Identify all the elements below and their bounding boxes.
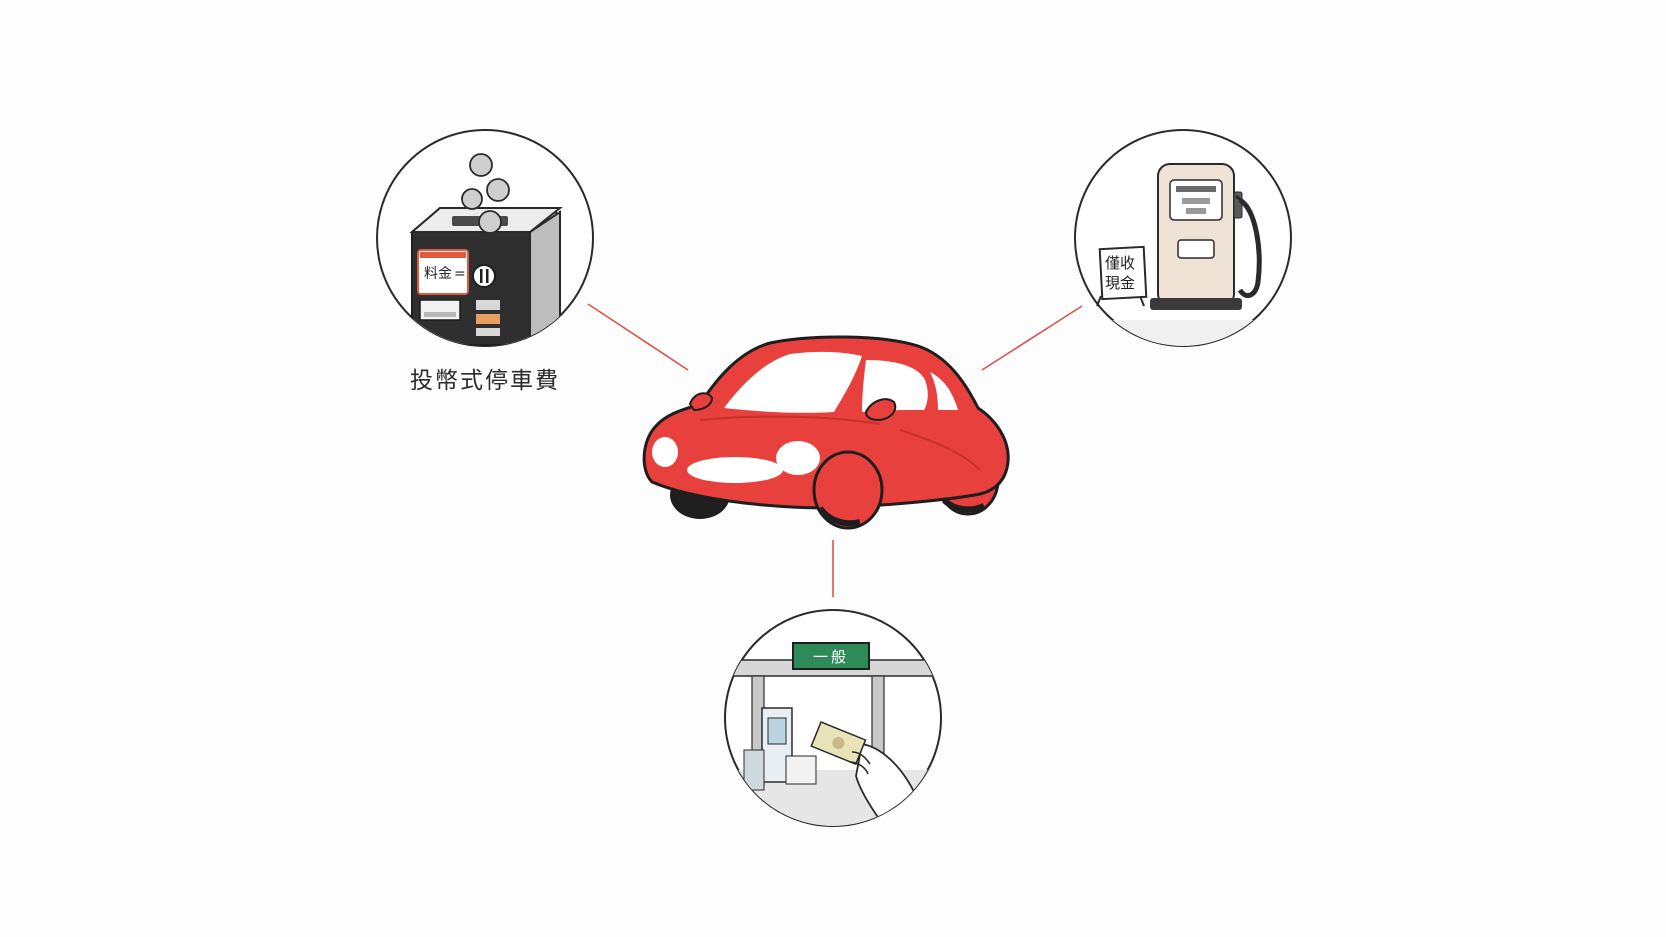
coin-icon [461, 153, 510, 234]
node-coin-parking: 料金 = 投幣式停車費 [376, 129, 594, 394]
lane-sign-text: 一般 [813, 648, 849, 666]
cash-only-sign-line2: 現金 [1105, 274, 1135, 292]
node-toll-booth: 一般 [724, 609, 942, 827]
cash-only-sign-line1: 僅收 [1105, 254, 1135, 272]
cash-only-sign: 僅收 現金 [1096, 245, 1148, 307]
node-gas-station: 僅收 現金 [1074, 129, 1292, 347]
car-icon [642, 335, 1010, 530]
banknote-icon [810, 721, 867, 766]
lane-sign: 一般 [792, 642, 870, 670]
machine-price-label: 料金 [424, 266, 452, 282]
connector-line-gas-station [981, 305, 1083, 371]
coin-parking-caption: 投幣式停車費 [410, 368, 560, 394]
connector-line-coin-parking [587, 303, 689, 371]
machine-symbol-label: = [454, 266, 466, 282]
